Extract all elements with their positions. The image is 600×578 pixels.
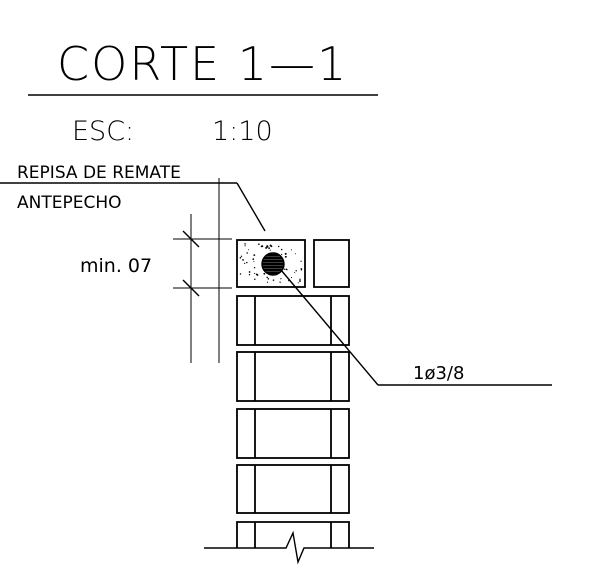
stipple-dot	[253, 267, 256, 269]
brick-course	[236, 408, 350, 459]
brick-wall	[236, 295, 350, 548]
stipple-dot	[263, 272, 266, 275]
brick-course	[236, 464, 350, 514]
stipple-dot	[266, 245, 269, 248]
stipple-dot	[254, 278, 256, 280]
stipple-dot	[242, 259, 244, 261]
stipple-dot	[261, 245, 264, 248]
stipple-dot	[284, 255, 287, 258]
label-antepecho: ANTEPECHO	[17, 193, 122, 213]
stipple-dot	[290, 249, 293, 251]
stipple-dot	[239, 257, 242, 259]
stipple-dot	[248, 271, 251, 273]
stipple-dot	[299, 280, 301, 282]
stipple-dot	[283, 268, 286, 270]
stipple-dot	[253, 260, 255, 263]
rebar-circle	[261, 252, 285, 276]
stipple-dot	[295, 270, 297, 272]
stipple-dot	[240, 255, 243, 257]
stipple-dot	[285, 268, 288, 271]
stipple-dot	[269, 249, 271, 251]
stipple-dot	[248, 274, 251, 276]
brick-course	[236, 351, 350, 402]
stipple-dot	[269, 244, 271, 247]
stipple-dot	[268, 247, 270, 250]
brick-course	[236, 295, 350, 346]
stipple-dot	[297, 282, 299, 284]
scale-label: ESC:	[72, 116, 134, 147]
stipple-dot	[246, 252, 248, 254]
brick-top-right	[313, 239, 350, 288]
section-title: CORTE 1—1	[57, 37, 348, 91]
stipple-dot	[266, 281, 269, 283]
stipple-dot	[299, 278, 301, 281]
stipple-dot	[266, 276, 268, 279]
dimension-min-07: min. 07	[80, 230, 232, 297]
stipple-dot	[253, 254, 256, 256]
stipple-dot	[244, 245, 246, 247]
stipple-dot	[267, 278, 270, 280]
stipple-dot	[295, 253, 297, 255]
stipple-dot	[281, 253, 283, 256]
stipple-dot	[252, 258, 255, 260]
stipple-dot	[255, 273, 258, 276]
scale-value: 1:10	[212, 116, 273, 147]
stipple-dot	[265, 246, 268, 249]
stipple-dot	[248, 249, 249, 251]
stipple-dot	[254, 272, 256, 275]
stipple-dot	[239, 273, 242, 275]
stipple-dot	[279, 281, 281, 283]
stipple-dot	[284, 252, 287, 255]
stipple-dot	[258, 243, 260, 245]
stipple-dot	[300, 260, 302, 262]
stipple-dot	[294, 272, 296, 274]
stipple-dot	[272, 279, 275, 281]
label-repisa: REPISA DE REMATE	[17, 163, 181, 183]
stipple-dot	[280, 248, 283, 251]
stipple-dot	[290, 277, 293, 279]
stipple-dot	[278, 245, 280, 248]
leader-repisa	[236, 182, 266, 232]
stipple-dot	[300, 269, 302, 271]
stipple-dot	[244, 262, 246, 265]
concrete-stipple	[239, 243, 303, 284]
concrete-coping	[236, 239, 306, 288]
stipple-dot	[246, 261, 248, 264]
stipple-dot	[280, 278, 282, 280]
break-line	[204, 530, 374, 565]
leader-rebar	[280, 269, 379, 386]
stipple-dot	[300, 268, 303, 270]
rebar-label: 1ø3/8	[413, 363, 464, 384]
stipple-dot	[244, 243, 246, 245]
dimension-text: min. 07	[80, 255, 152, 277]
